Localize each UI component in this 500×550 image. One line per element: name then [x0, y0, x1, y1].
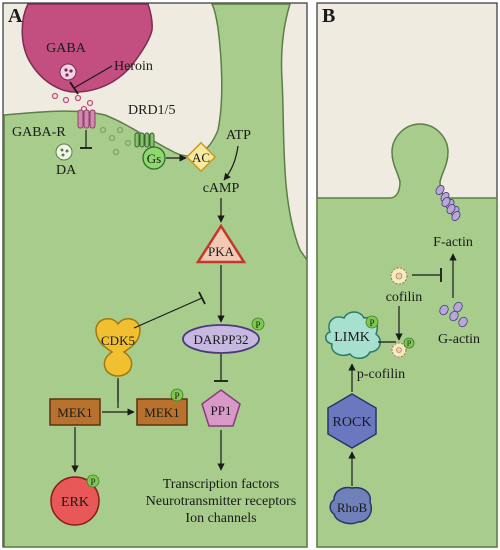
panel-a-letter: A	[8, 5, 23, 27]
gaba-r-label: GABA-R	[12, 125, 66, 140]
rock-label: ROCK	[333, 415, 372, 430]
mek1-right-label: MEK1	[144, 405, 179, 420]
pp1-label: PP1	[211, 403, 232, 418]
pka-node	[195, 223, 247, 264]
cdk5-node	[95, 318, 141, 377]
p-cofilin-node	[391, 342, 407, 358]
limk-phospho	[365, 315, 379, 329]
f-actin-filament	[435, 185, 461, 221]
darpp32-phospho-label: P	[255, 320, 260, 330]
panel-b: B F-actin cofilin	[316, 2, 498, 548]
rhob-node	[329, 486, 372, 525]
p-cofilin-phospho-label: P	[407, 339, 412, 348]
camp-label: cAMP	[203, 181, 240, 196]
rhob-label: RhoB	[337, 500, 368, 515]
erk-label: ERK	[61, 495, 89, 510]
ac-node	[185, 141, 217, 173]
target-transcription-factors: Transcription factors	[163, 477, 280, 492]
erk-phospho-label: P	[90, 477, 95, 487]
f-actin-label: F-actin	[433, 235, 473, 250]
cdk5-label: CDK5	[101, 333, 135, 348]
g-actin-beads	[439, 301, 468, 328]
darpp32-phospho	[251, 317, 265, 331]
heroin-label: Heroin	[114, 59, 153, 74]
cofilin-node	[390, 267, 408, 285]
limk-phospho-label: P	[369, 318, 374, 328]
presynaptic-terminal	[21, 3, 153, 93]
target-ion-channels: Ion channels	[185, 511, 256, 526]
panel-b-letter: B	[322, 5, 335, 27]
gaba-label: GABA	[46, 41, 87, 56]
erk-node	[50, 476, 100, 526]
limk-label: LIMK	[334, 330, 370, 345]
heroin-inhibit-line	[73, 65, 113, 89]
target-neurotransmitter-receptors: Neurotransmitter receptors	[146, 494, 296, 509]
cdk5-inhibit-line	[133, 297, 203, 329]
pp1-node	[201, 389, 241, 427]
atp-label: ATP	[226, 128, 251, 143]
drd-receptor	[134, 132, 155, 148]
atp-to-camp-arrow	[223, 145, 239, 181]
gaba-receptor	[77, 109, 96, 129]
darpp32-node	[182, 324, 260, 354]
gs-label: Gs	[147, 151, 161, 166]
cdk5-inhibit-bar	[198, 291, 206, 305]
heroin-inhibit-bar	[69, 81, 79, 95]
cofilin-label: cofilin	[386, 290, 423, 305]
drd-label: DRD1/5	[128, 103, 175, 118]
erk-phospho	[86, 474, 100, 488]
da-vesicle	[55, 143, 73, 161]
mek1-left-label: MEK1	[57, 405, 92, 420]
mek1-left-node	[49, 398, 101, 426]
gs-node	[142, 146, 166, 170]
rock-node	[327, 393, 377, 449]
p-cofilin-label: p-cofilin	[357, 367, 405, 382]
da-release-dots	[99, 126, 132, 156]
g-actin-label: G-actin	[438, 332, 480, 347]
da-label: DA	[56, 163, 77, 178]
gaba-vesicle	[59, 63, 77, 81]
mek1-phospho-label: P	[174, 391, 179, 401]
pka-label: PKA	[208, 244, 235, 259]
mek1-phospho	[170, 388, 184, 402]
mek1-right-node	[136, 398, 188, 426]
p-cofilin-phospho	[403, 337, 415, 349]
darpp32-label: DARPP32	[194, 332, 249, 347]
panel-a: A GABA Heroin GABA-R DA	[2, 2, 308, 548]
ac-label: AC	[192, 150, 210, 165]
